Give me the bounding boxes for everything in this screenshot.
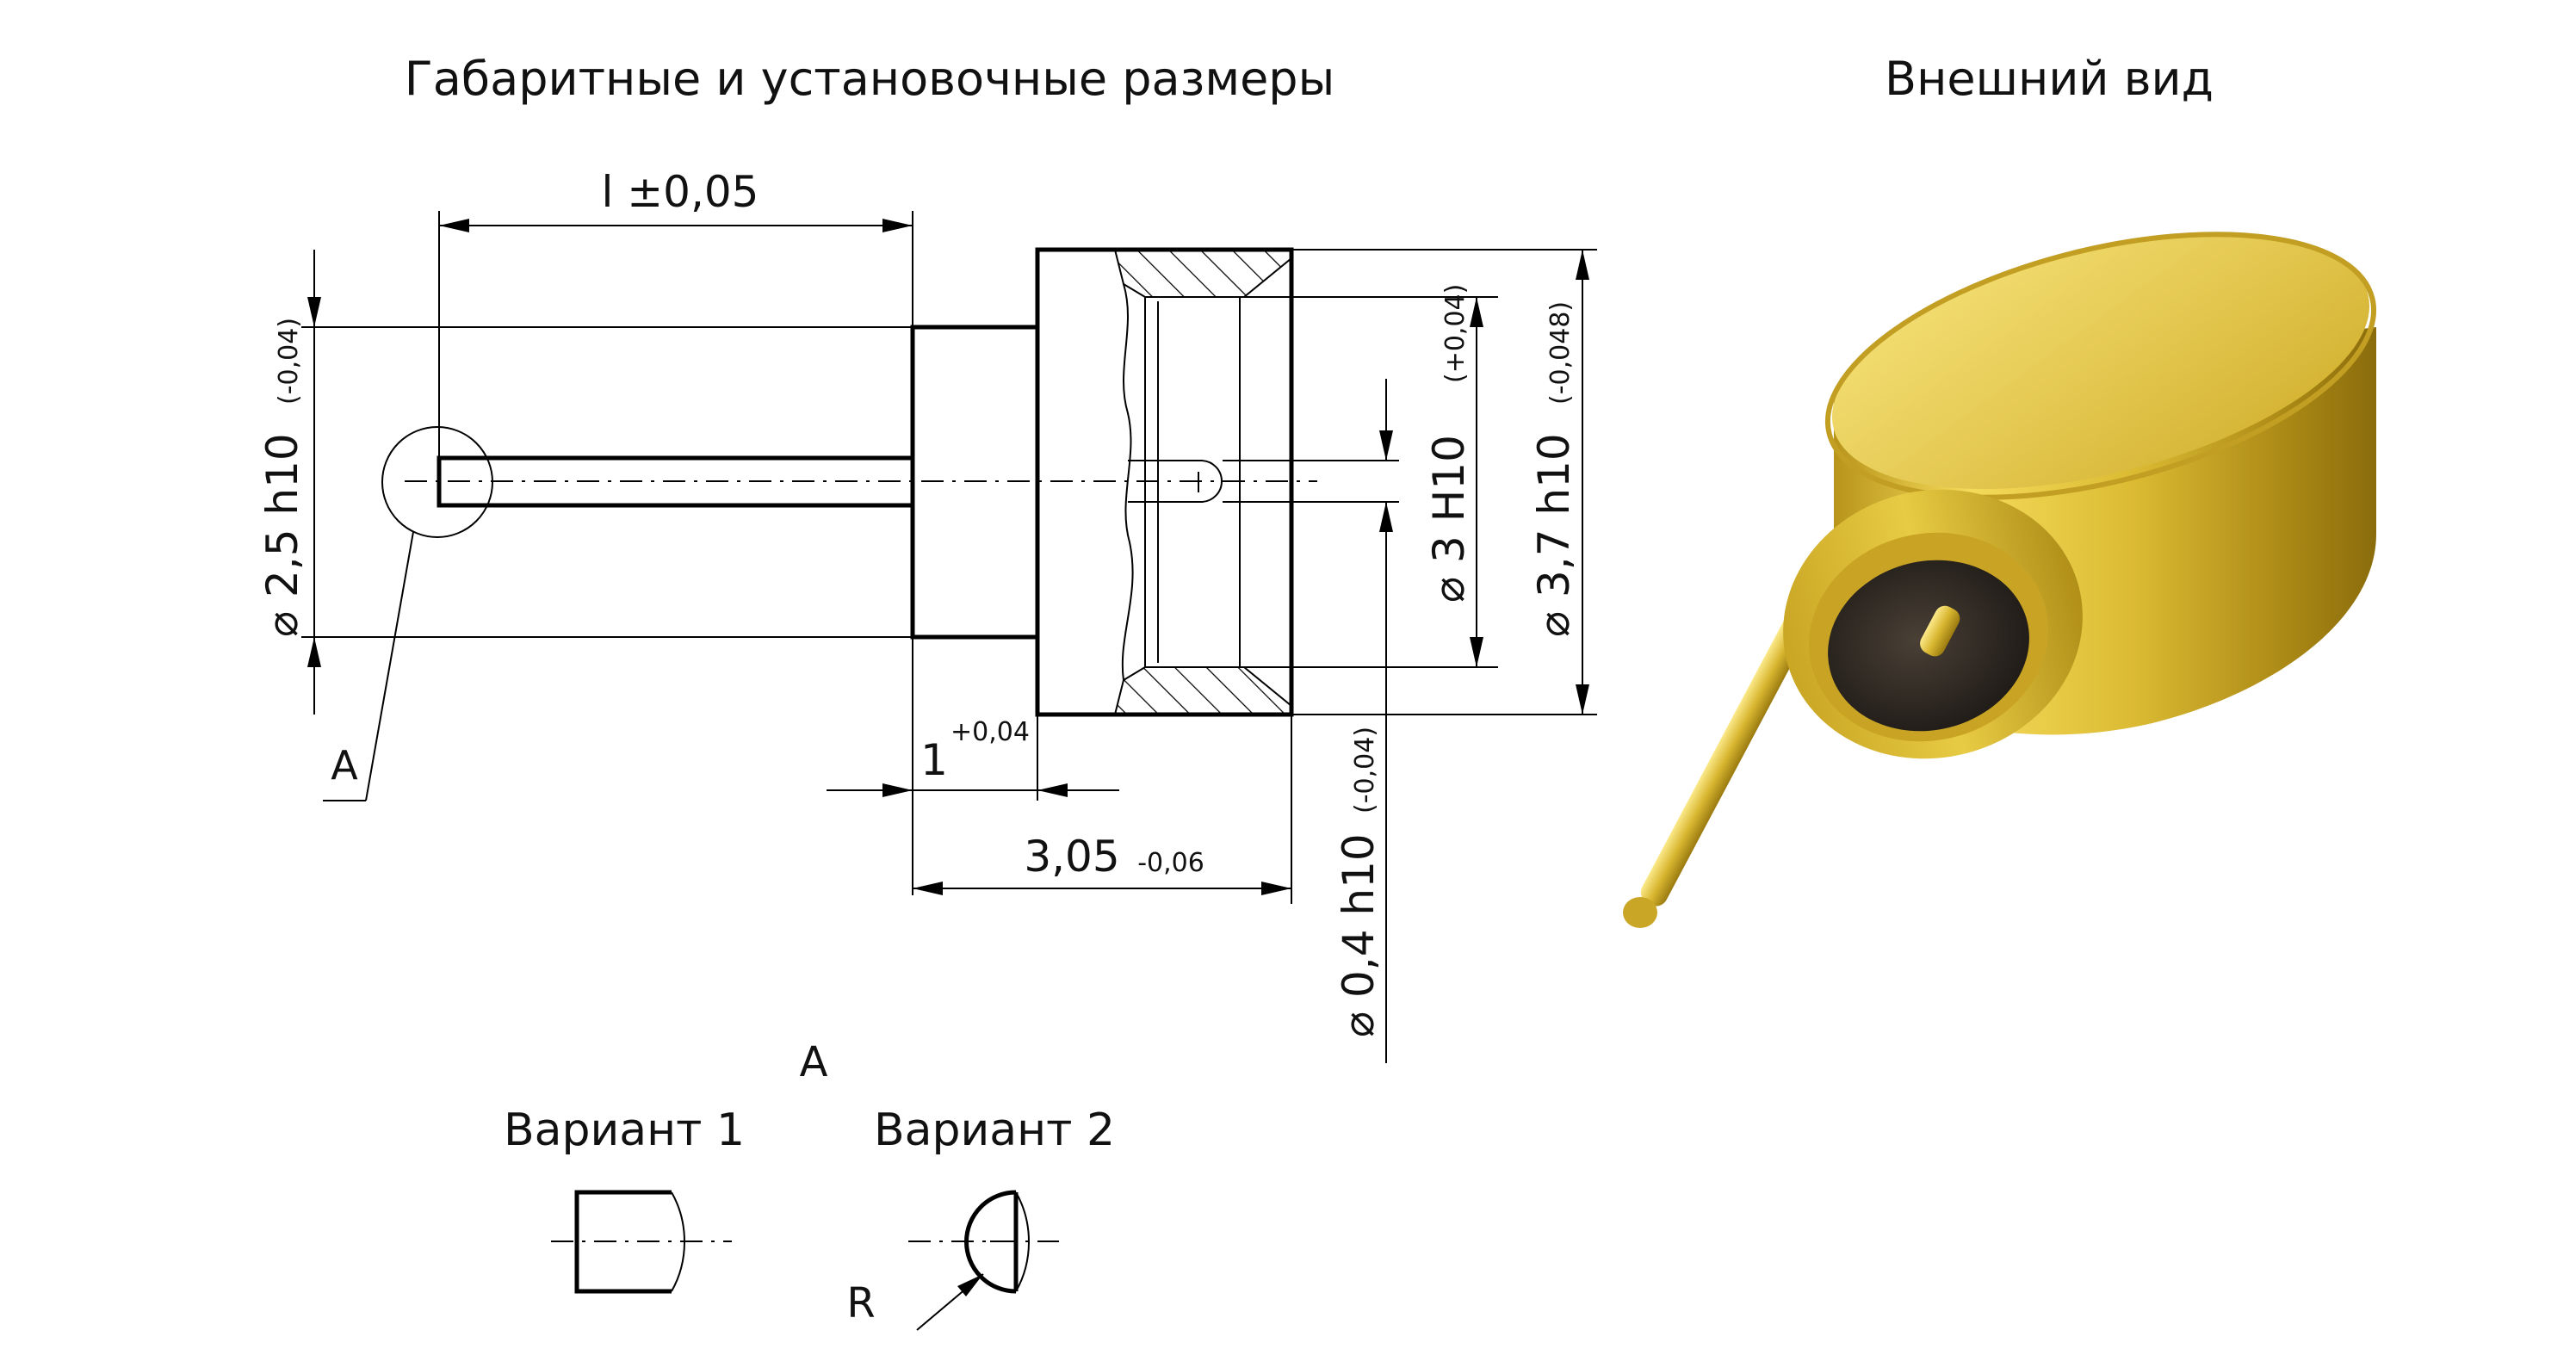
product-photo xyxy=(1623,232,2377,928)
photo-title: Внешний вид xyxy=(1885,52,2214,106)
variant1-label: Вариант 1 xyxy=(504,1104,745,1156)
dim-37-tol: (-0,048) xyxy=(1545,301,1576,405)
arrow-305-left xyxy=(913,882,943,895)
dim-37-label: ⌀ 3,7 h10 xyxy=(1529,433,1579,637)
detail-leader xyxy=(365,531,414,801)
variant2-shape xyxy=(908,1190,1059,1331)
arrow-l-right xyxy=(882,219,913,232)
arrow-305-right xyxy=(1261,882,1291,895)
arrow-3-bottom xyxy=(1470,637,1483,667)
variant2-label: Вариант 2 xyxy=(874,1104,1115,1156)
hatch-top xyxy=(1113,249,1292,298)
hatch-bottom xyxy=(1113,666,1292,715)
arrow-04-bottom xyxy=(1379,502,1393,532)
dim-25-tol: (-0,04) xyxy=(274,318,304,405)
dim-3-label: ⌀ 3 H10 xyxy=(1424,435,1474,603)
detail-view: A Вариант 1 Вариант 2 R xyxy=(504,1038,1115,1331)
arrow-1-right xyxy=(1037,783,1068,797)
arrow-37-bottom xyxy=(1576,684,1589,715)
arrow-l-left xyxy=(439,219,469,232)
arrow-25-top xyxy=(307,297,321,327)
dim-25-label: ⌀ 2,5 h10 xyxy=(257,433,307,637)
detail-leader-label: A xyxy=(331,742,358,789)
technical-drawing: A l ±0,05 ⌀ 2,5 h10 (-0,04) 1 +0,04 xyxy=(257,167,1597,1063)
dim-length-label: l ±0,05 xyxy=(601,167,759,217)
photo-pin-stub xyxy=(1920,605,1960,657)
radius-label: R xyxy=(846,1279,875,1327)
arrow-1-left xyxy=(882,783,913,797)
dim-1-label: 1 xyxy=(920,735,948,785)
drawing-title: Габаритные и установочные размеры xyxy=(405,52,1334,106)
dim-3-tol: (+0,04) xyxy=(1440,284,1471,383)
arrow-37-top xyxy=(1576,250,1589,280)
break-line xyxy=(1121,283,1134,681)
detail-circle xyxy=(381,426,493,538)
dim-1-tol: +0,04 xyxy=(951,717,1030,747)
photo-pin xyxy=(1640,612,1811,906)
inner-pin xyxy=(1128,460,1223,503)
body-outline xyxy=(1035,247,1294,717)
arrow-25-bottom xyxy=(307,637,321,667)
photo-pin-tip xyxy=(1623,897,1657,928)
variant1-shape xyxy=(551,1190,732,1294)
dim-04-tol: (-0,04) xyxy=(1350,727,1380,814)
photo-cap-ring xyxy=(1824,232,2377,500)
arrow-04-top xyxy=(1379,430,1393,461)
detail-view-label: A xyxy=(800,1038,828,1086)
dim-305-label: 3,05 xyxy=(1024,832,1119,882)
dim-04-label: ⌀ 0,4 h10 xyxy=(1334,833,1384,1037)
arrow-3-top xyxy=(1470,297,1483,327)
dim-305-tol: -0,06 xyxy=(1137,848,1204,878)
photo-cap-top xyxy=(1831,234,2370,489)
